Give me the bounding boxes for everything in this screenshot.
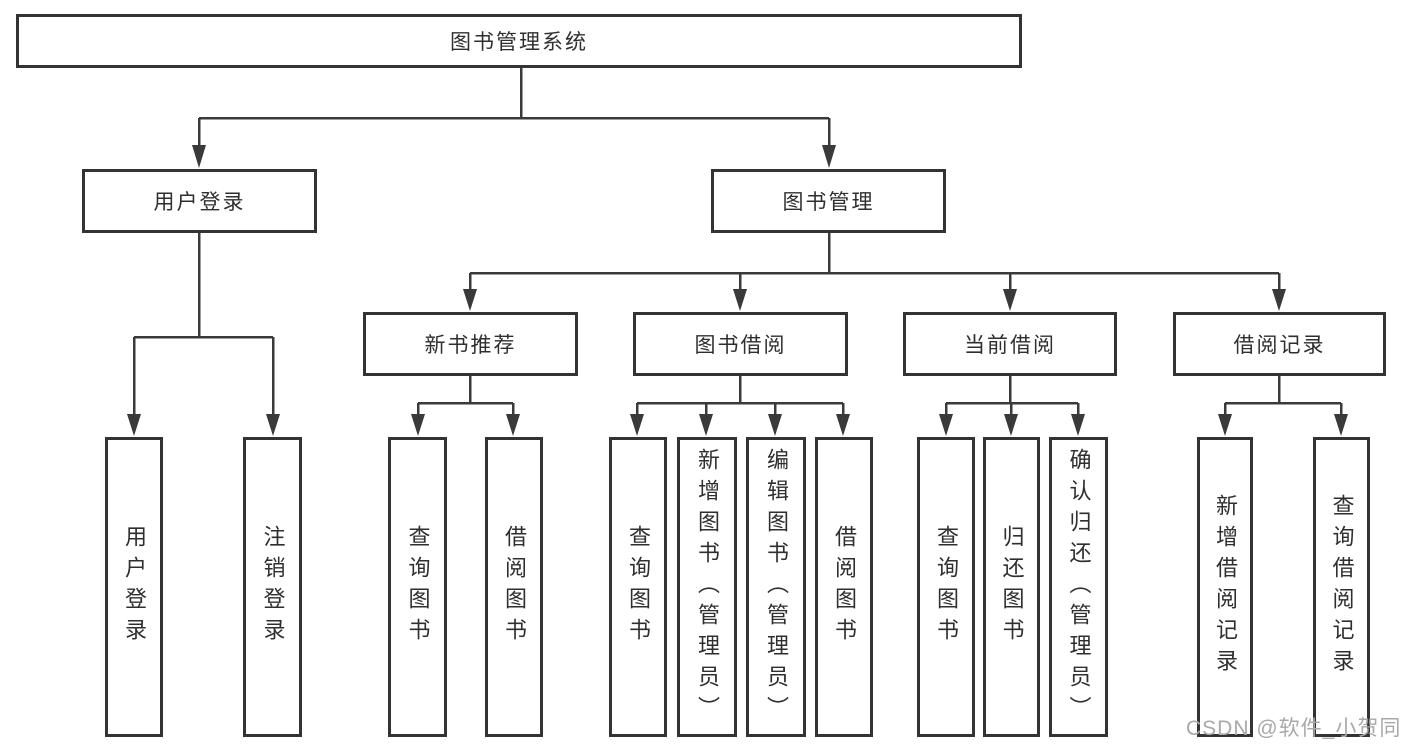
leaf-add-books-admin: 新增图书（管理员） [677,437,737,737]
leaf-query-books-current: 查询图书 [917,437,975,737]
node-book-borrowing: 图书借阅 [633,312,848,376]
leaf-query-borrow-record: 查询借阅记录 [1313,437,1370,737]
leaf-confirm-return-admin: 确认归还（管理员） [1049,437,1108,737]
leaf-borrow-books-recommend: 借阅图书 [485,437,543,737]
node-new-book-recommendation: 新书推荐 [363,312,578,376]
leaf-logout: 注销登录 [243,437,302,737]
leaf-add-borrow-record: 新增借阅记录 [1197,437,1253,737]
node-library-management-system: 图书管理系统 [16,14,1022,68]
node-borrowing-records: 借阅记录 [1173,312,1386,376]
watermark: CSDN @软件_小贺同学 [1186,717,1402,740]
leaf-user-login: 用户登录 [105,437,163,737]
leaf-borrow-books-borrowing: 借阅图书 [815,437,873,737]
node-book-management: 图书管理 [711,169,946,233]
arrowheads [127,145,1348,436]
node-user-login: 用户登录 [82,169,317,233]
leaf-query-books-borrowing: 查询图书 [609,437,667,737]
leaf-return-books: 归还图书 [983,437,1040,737]
node-current-borrowing: 当前借阅 [903,312,1117,376]
leaf-edit-books-admin: 编辑图书（管理员） [746,437,806,737]
leaf-query-books-recommend: 查询图书 [388,437,447,737]
